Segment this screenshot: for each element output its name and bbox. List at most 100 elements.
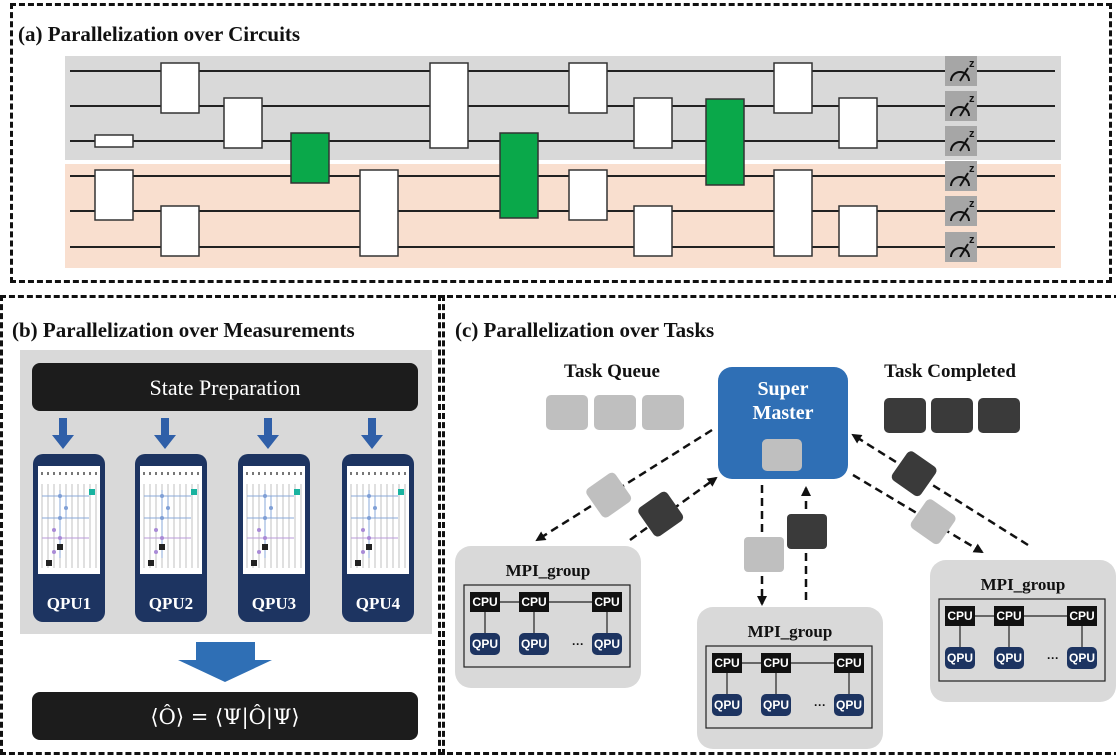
gate — [568, 62, 608, 114]
gate — [838, 205, 878, 257]
mini-circuit — [140, 466, 202, 574]
mpi-group-label: MPI_group — [506, 561, 591, 580]
cpu-label: CPU — [714, 656, 739, 670]
mini-circuit — [347, 466, 409, 574]
mini-circuit — [38, 466, 100, 574]
svg-text:z: z — [969, 198, 975, 210]
mpi-groups: MPI_groupCPUQPUCPUQPUCPUQPU···MPI_groupC… — [455, 546, 1116, 749]
task-queue — [546, 395, 684, 430]
qpu-chip — [712, 694, 742, 716]
gate-green — [705, 98, 745, 186]
panel-c-title: (c) Parallelization over Tasks — [455, 318, 715, 342]
mpi-group-label: MPI_group — [748, 622, 833, 641]
cpu-label: CPU — [836, 656, 861, 670]
cpu-label: CPU — [521, 595, 546, 609]
gate — [838, 97, 878, 149]
measurement-meter-icon: z — [945, 56, 977, 86]
svg-text:z: z — [969, 58, 975, 70]
arrow-from-right-group — [851, 433, 1029, 547]
qpu-label: QPU — [947, 651, 973, 665]
ellipsis: ··· — [1047, 651, 1059, 665]
arrow-to-left-group — [535, 428, 713, 542]
super-master-label-line1: Super — [757, 378, 808, 400]
gate — [223, 97, 263, 149]
measurement-meter-icon: z — [945, 161, 977, 191]
cpu-chip — [592, 592, 622, 612]
gate — [359, 169, 399, 257]
cpu-label: CPU — [947, 609, 972, 623]
qpu-label: QPU — [1069, 651, 1095, 665]
cpu-chip — [1067, 606, 1097, 626]
gate — [773, 62, 813, 114]
cpu-label: CPU — [472, 595, 497, 609]
big-down-arrow — [178, 642, 272, 682]
cpu-chip — [945, 606, 975, 626]
down-arrow — [361, 418, 383, 449]
queued-task — [642, 395, 684, 430]
gate — [568, 169, 608, 221]
gate — [633, 97, 673, 149]
gate — [94, 134, 134, 148]
state-preparation-label: State Preparation — [150, 375, 301, 400]
queued-task — [546, 395, 588, 430]
panel-a-title: (a) Parallelization over Circuits — [18, 22, 301, 46]
cpu-label: CPU — [594, 595, 619, 609]
cpu-chip — [470, 592, 500, 612]
qpu-chip — [834, 694, 864, 716]
task-in-flight-dark — [787, 514, 827, 549]
qpu-chip — [945, 647, 975, 669]
task-completed — [884, 398, 1020, 433]
svg-text:z: z — [969, 93, 975, 105]
cpu-label: CPU — [1069, 609, 1094, 623]
register-band-bottom — [65, 164, 1061, 268]
qpu-chip — [1067, 647, 1097, 669]
task-in-flight-light — [744, 537, 784, 572]
completed-task — [978, 398, 1020, 433]
cpu-chip — [834, 653, 864, 673]
mini-circuit — [243, 466, 305, 574]
gate — [94, 169, 134, 221]
circuit-gates — [94, 62, 878, 257]
cpu-chip — [519, 592, 549, 612]
gate — [160, 205, 200, 257]
qpu-label: QPU — [594, 637, 620, 651]
qpu-label: QPU2 — [149, 594, 193, 613]
down-arrow — [52, 418, 74, 449]
qpu-chip — [761, 694, 791, 716]
svg-text:z: z — [969, 163, 975, 175]
qpu-chip — [470, 633, 500, 655]
measurement-meter-icon: z — [945, 196, 977, 226]
super-master-label-line2: Master — [752, 402, 813, 424]
qpu-label: QPU — [996, 651, 1022, 665]
super-master-box — [718, 367, 848, 479]
qpu-card: QPU3 — [238, 454, 310, 622]
down-arrow — [257, 418, 279, 449]
super-master-task — [762, 439, 802, 471]
queued-task — [594, 395, 636, 430]
measurement-meter-icon: z — [945, 91, 977, 121]
cpu-label: CPU — [763, 656, 788, 670]
task-completed-label: Task Completed — [884, 361, 1016, 382]
qpu-card: QPU2 — [135, 454, 207, 622]
task-in-flight-dark — [891, 451, 937, 497]
qpu-chip — [592, 633, 622, 655]
gate — [429, 62, 469, 149]
qpu-label: QPU1 — [47, 594, 91, 613]
state-preparation-box — [32, 363, 418, 411]
qpu-label: QPU4 — [356, 594, 401, 613]
qpu-chip — [994, 647, 1024, 669]
qpu-card: QPU1 — [33, 454, 105, 622]
qpu-label: QPU — [521, 637, 547, 651]
measurement-meter-icon: z — [945, 126, 977, 156]
gate-green — [290, 132, 330, 184]
ellipsis: ··· — [572, 637, 584, 651]
expectation-box — [32, 692, 418, 740]
qpu-chip — [519, 633, 549, 655]
cpu-chip — [712, 653, 742, 673]
svg-text:z: z — [969, 234, 975, 246]
qpu-label: QPU — [714, 698, 740, 712]
